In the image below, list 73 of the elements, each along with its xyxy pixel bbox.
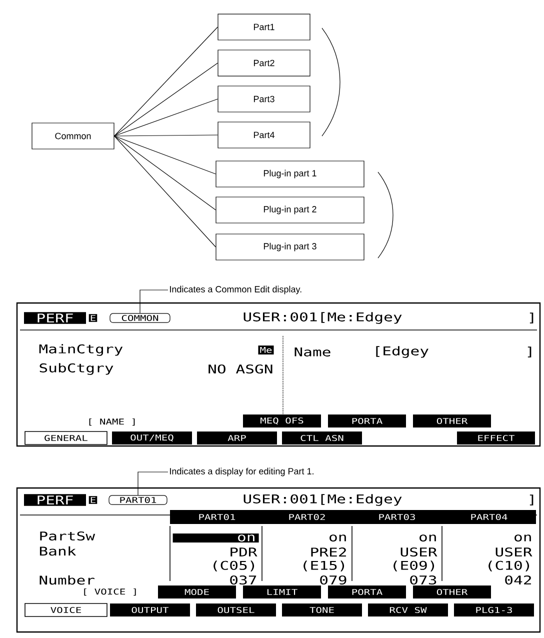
tab-label: COMMON (110, 313, 170, 323)
display-text: on (330, 534, 346, 542)
connector-line (114, 98, 218, 136)
display-text: PartSw (40, 531, 96, 541)
leader-line (138, 472, 168, 496)
display-text: (E09) (394, 560, 434, 572)
tab-label: PART01 (108, 495, 168, 505)
tab-button: VOICE (24, 603, 108, 617)
menu-button: OTHER (413, 414, 491, 428)
display-text: on (514, 534, 531, 542)
menu-button: PLG1-3 (454, 604, 534, 616)
menu-button: PORTA (328, 586, 406, 598)
display-text: SubCtgry (40, 363, 114, 375)
connector-line (114, 136, 216, 210)
callout-text: Indicates a Common Edit display. (170, 286, 302, 294)
highlighted-text: on (172, 534, 259, 542)
text-box: Plug-in part 1 (216, 160, 364, 188)
highlighted-text: Me (258, 346, 274, 354)
menu-button: CTL ASN (282, 432, 362, 444)
menu-button: LIMIT (243, 586, 321, 598)
text-box: Part1 (218, 14, 310, 40)
display-text: USER (400, 547, 438, 557)
display-text: (E15) (304, 560, 344, 572)
menu-button: TONE (282, 604, 362, 616)
callout-text: Indicates a display for editing Part 1. (170, 468, 314, 476)
menu-button: OUTSEL (196, 604, 276, 616)
display-text: on (420, 534, 436, 542)
text-box: Part3 (218, 86, 310, 112)
display-text: USER:001[Me:Edgey (244, 494, 402, 506)
display-text: USER:001[Me:Edgey (244, 312, 402, 324)
connector-line (114, 134, 218, 136)
menu-button: OTHER (413, 586, 491, 598)
display-text: (C10) (488, 560, 530, 572)
connector-line (114, 26, 218, 136)
leader-line (140, 290, 168, 314)
menu-button: EFFECT (457, 432, 535, 444)
menu-button: MODE (158, 586, 236, 598)
display-text: NO ASGN (208, 364, 272, 374)
menu-button: OUT/MEQ (112, 432, 192, 444)
connector-line (114, 62, 218, 136)
tab-button: GENERAL (24, 431, 108, 445)
display-text: 073 (410, 575, 436, 585)
display-text: Bank (40, 546, 76, 556)
connector-line (114, 136, 216, 174)
menu-button: ARP (197, 432, 277, 444)
text-box: Plug-in part 3 (216, 234, 364, 260)
display-text: Name (294, 348, 330, 356)
menu-button: OUTPUT (110, 604, 190, 616)
highlighted-text: PERF (24, 494, 86, 506)
display-text: ] (530, 312, 534, 324)
display-text: ] (528, 346, 532, 358)
menu-button: MEQ OFS (243, 414, 321, 428)
text-box: Common (32, 122, 114, 150)
display-text: PRE2 (311, 548, 346, 556)
menu-button: RCV SW (368, 604, 448, 616)
display-text: PDR (230, 548, 258, 556)
display-text: [ VOICE ] (84, 588, 136, 596)
text-box: Part4 (218, 122, 310, 148)
text-box: Part2 (218, 50, 310, 76)
highlighted-text: PERF (24, 312, 86, 324)
display-text: [Edgey (376, 346, 428, 358)
text-box: Plug-in part 2 (216, 196, 364, 224)
display-text: USER (496, 547, 532, 557)
display-text: 079 (320, 575, 346, 585)
display-text: ] (530, 494, 534, 506)
display-text: (C05) (214, 560, 254, 572)
display-text: Number (40, 575, 94, 585)
display-text: MainCtgry (39, 344, 123, 356)
display-text: [ NAME ] (89, 418, 135, 426)
display-text: 042 (505, 575, 531, 585)
connector-line (114, 136, 216, 248)
menu-button: PORTA (328, 414, 406, 428)
display-text: 037 (230, 575, 256, 585)
